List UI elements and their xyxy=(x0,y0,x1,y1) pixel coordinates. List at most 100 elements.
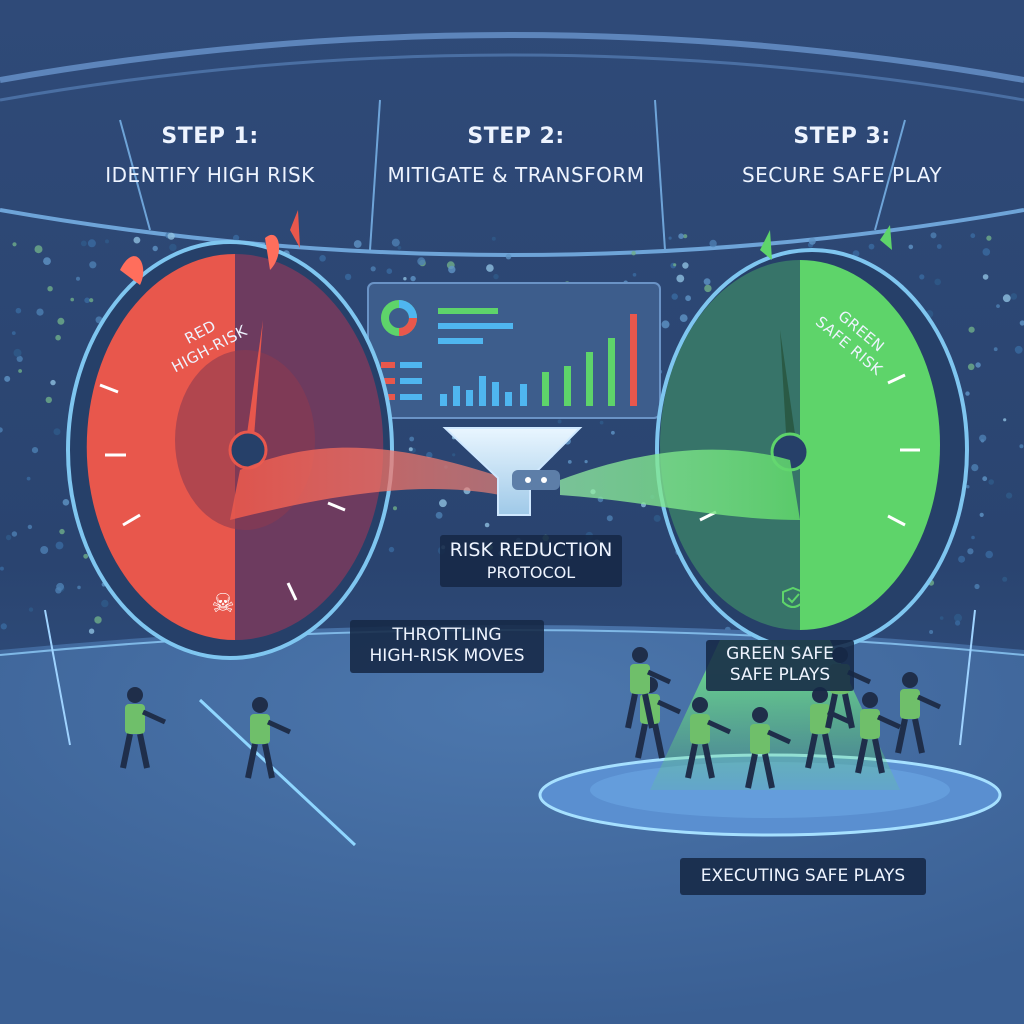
crowd-dot xyxy=(55,587,62,594)
crowd-dot xyxy=(929,630,934,634)
crowd-dot xyxy=(557,419,562,424)
crowd-dot xyxy=(567,460,572,464)
crowd-dot xyxy=(996,304,1000,308)
crowd-dot xyxy=(448,265,456,274)
crowd-dot xyxy=(57,317,65,325)
crowd-dot xyxy=(968,326,975,333)
crowd-dot xyxy=(233,234,240,241)
floor-light-line xyxy=(198,698,357,847)
risk-reduction-tag: RISK REDUCTION PROTOCOL xyxy=(440,535,622,587)
green-safe-dial xyxy=(655,225,969,652)
step-2-title: MITIGATE & TRANSFORM xyxy=(387,163,645,187)
crowd-dot xyxy=(80,240,87,247)
floor-pole xyxy=(959,609,976,746)
crowd-dot xyxy=(936,244,942,249)
crowd-dot xyxy=(36,308,44,316)
crowd-dot xyxy=(16,355,23,362)
chart-bar xyxy=(564,366,571,406)
crowd-dot xyxy=(55,334,61,341)
crowd-dot xyxy=(958,555,966,563)
crowd-dot xyxy=(397,245,402,250)
crowd-dot xyxy=(808,237,816,245)
crowd-dot xyxy=(4,375,11,382)
crowd-dot xyxy=(703,278,711,285)
crowd-dot xyxy=(986,235,992,241)
crowd-dot xyxy=(704,284,712,293)
chart-bar xyxy=(505,392,512,406)
risk-reduction-line2: PROTOCOL xyxy=(486,562,576,582)
crowd-dot xyxy=(43,257,51,265)
crowd-dot xyxy=(661,320,670,329)
crowd-dot xyxy=(417,257,426,266)
crowd-dot xyxy=(611,430,615,435)
crowd-dot xyxy=(673,263,677,267)
step-2-number: STEP 2: xyxy=(467,124,565,149)
crowd-dot xyxy=(410,275,416,282)
crowd-dot xyxy=(971,464,979,472)
crowd-dot xyxy=(319,254,326,262)
crowd-dot xyxy=(919,274,925,280)
crowd-dot xyxy=(606,515,613,522)
floor-pole xyxy=(44,609,71,746)
funnel-icon xyxy=(442,427,583,516)
step-3-header: STEP 3: SECURE SAFE PLAY xyxy=(692,124,992,187)
executing-tag: EXECUTING SAFE PLAYS xyxy=(680,858,926,896)
crowd-dot xyxy=(386,268,393,275)
crowd-dot xyxy=(77,585,81,590)
crowd-dot xyxy=(28,607,34,612)
crowd-dot xyxy=(1002,294,1011,303)
crowd-dot xyxy=(59,528,65,535)
crowd-dot xyxy=(491,236,496,241)
crowd-dot xyxy=(988,479,994,485)
green-safe-line1: GREEN SAFE xyxy=(726,644,834,664)
crowd-dot xyxy=(0,427,3,433)
crowd-dot xyxy=(709,239,717,248)
crowd-dot xyxy=(599,420,604,425)
crowd-dot xyxy=(83,553,89,559)
crowd-dot xyxy=(15,307,22,314)
step-1-number: STEP 1: xyxy=(161,124,259,149)
chart-bar xyxy=(608,338,615,406)
bar-chart-icon xyxy=(440,314,637,406)
crowd-dot xyxy=(852,250,860,258)
crowd-dot xyxy=(993,347,998,352)
crowd-dot xyxy=(1014,345,1023,354)
crowd-dot xyxy=(486,264,494,272)
crowd-dot xyxy=(908,244,914,250)
chart-bar xyxy=(520,384,527,406)
crowd-dot xyxy=(954,613,962,622)
risk-reduction-line1: RISK REDUCTION xyxy=(449,539,613,561)
chart-bar xyxy=(630,314,637,406)
crowd-dot xyxy=(1019,444,1024,449)
crowd-dot xyxy=(87,239,96,248)
players-group xyxy=(120,647,942,789)
crowd-dot xyxy=(965,391,970,396)
player-figure xyxy=(745,707,792,789)
crowd-dot xyxy=(53,428,61,436)
crowd-dot xyxy=(631,251,636,256)
crowd-dot xyxy=(26,476,31,481)
crowd-dot xyxy=(27,524,33,530)
crowd-dot xyxy=(391,238,400,247)
crowd-dot xyxy=(1003,418,1007,422)
crowd-dot xyxy=(452,453,456,457)
crowd-dot xyxy=(11,531,18,537)
stadium-roof xyxy=(0,32,1024,257)
crowd-dot xyxy=(62,499,70,506)
crowd-dot xyxy=(584,460,588,464)
crowd-dot xyxy=(76,276,80,281)
red-risk-stream xyxy=(230,447,510,520)
crowd-dot xyxy=(34,245,43,254)
crowd-dot xyxy=(868,243,875,250)
shield-check-icon xyxy=(782,586,804,608)
crowd-dot xyxy=(133,236,141,244)
crowd-dot xyxy=(678,233,684,239)
crowd-dot xyxy=(653,514,661,522)
green-safe-tag: GREEN SAFE SAFE PLAYS xyxy=(706,640,854,691)
crowd-dot xyxy=(18,369,22,373)
crowd-dot xyxy=(167,232,175,240)
crowd-dot xyxy=(439,499,447,508)
crowd-dot xyxy=(84,297,90,304)
crowd-dot xyxy=(388,546,395,553)
